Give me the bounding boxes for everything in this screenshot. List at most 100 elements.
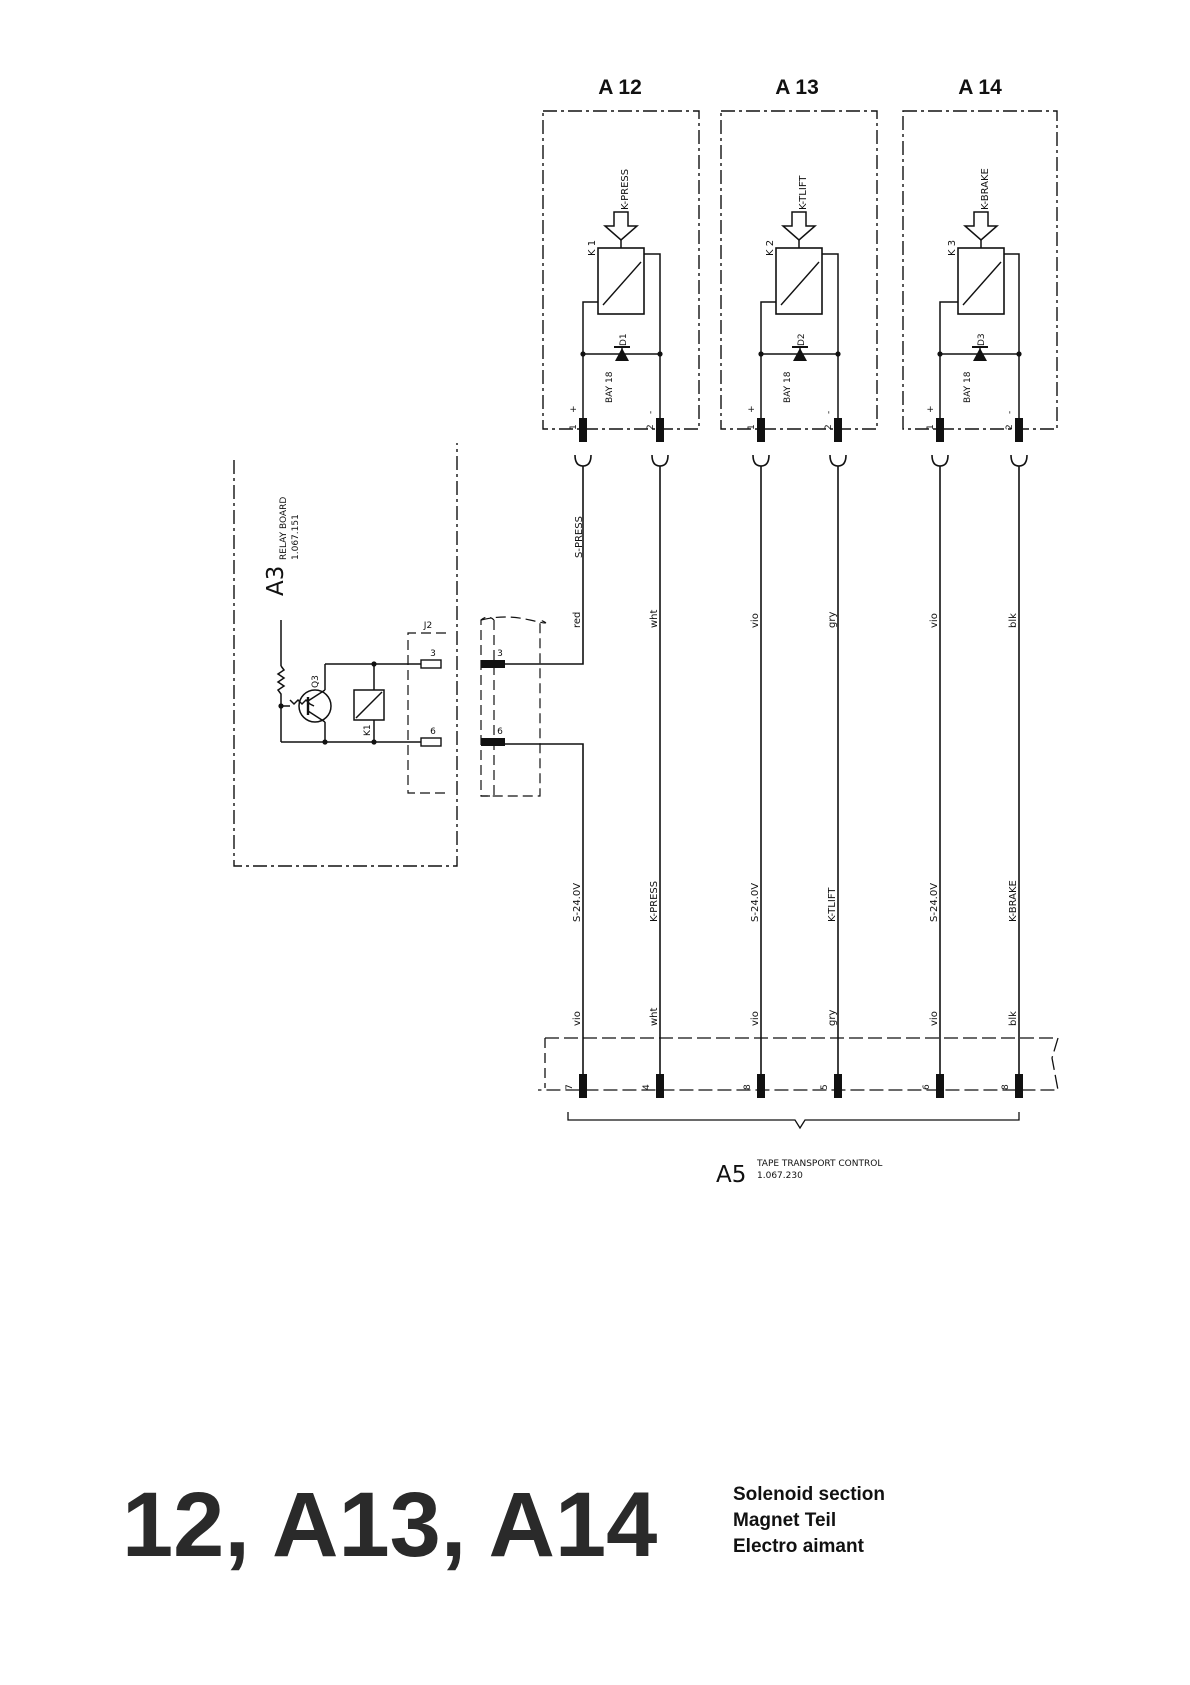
caption-line-1: Solenoid section	[733, 1484, 885, 1505]
diode-d2-icon	[793, 348, 807, 361]
a5-pin-block-5	[936, 1074, 944, 1098]
module-a13: K-TLIFT K 2 D2 BAY 18 1 + 2 -	[720, 110, 878, 442]
socket-a12-minus	[651, 454, 669, 467]
wiring	[500, 454, 1028, 1085]
wire-color-upper-5: vio	[929, 613, 940, 628]
a5-pin-block-2	[656, 1074, 664, 1098]
relay-board-a3: A3 RELAY BOARD 1.067.151	[233, 443, 458, 867]
pin-block-a12-minus	[656, 418, 664, 442]
connector-j2-ref: J2	[423, 621, 432, 631]
coil-ref-k3: K 3	[947, 240, 958, 256]
diode-ref-d1: D1	[619, 333, 629, 346]
signal-label-k-brake: K-BRAKE	[980, 168, 991, 210]
solenoid-plunger-icon	[603, 211, 639, 241]
wire-color-lower-3: vio	[750, 1011, 761, 1026]
diode-type-d3: BAY 18	[963, 371, 973, 403]
a5-pin-label-4: 5	[820, 1084, 830, 1090]
a5-pin-label-5: 6	[922, 1084, 932, 1090]
net-label-lower-1: S-24.0V	[572, 883, 583, 922]
a5-pin-label-6: 8	[1001, 1084, 1011, 1090]
module-a13-frame	[720, 110, 878, 430]
wire-color-upper-3: vio	[750, 613, 761, 628]
coil-ref-k1: K 1	[587, 240, 598, 256]
transistor-ref: Q3	[311, 675, 321, 688]
caption-line-2: Magnet Teil	[733, 1510, 836, 1531]
pin-minus-sign-a13: -	[824, 411, 834, 414]
coil-k3-symbol	[957, 247, 1005, 315]
diode-type-d2: BAY 18	[783, 371, 793, 403]
coil-k2-symbol	[775, 247, 823, 315]
signal-label-k-press: K-PRESS	[620, 169, 631, 210]
wire-color-lower-4: gry	[827, 1010, 838, 1026]
wire-color-upper-2: wht	[649, 609, 660, 628]
plug-pin-6-label: 6	[497, 727, 503, 737]
page-title: 12, A13, A14	[122, 1474, 657, 1576]
net-label-lower-2: K-PRESS	[649, 881, 660, 922]
j2-pin-3	[420, 659, 442, 669]
net-label-s-press: S-PRESS	[574, 516, 585, 558]
diode-ref-d2: D2	[797, 333, 807, 346]
a5-pin-label-3: 8	[743, 1084, 753, 1090]
a5-pin-block-3	[757, 1074, 765, 1098]
pin-minus-sign-a12: -	[646, 411, 656, 414]
net-label-lower-3: S-24.0V	[750, 883, 761, 922]
j2-pin-6	[420, 737, 442, 747]
a5-pin-label-2: 4	[642, 1084, 652, 1090]
diode-ref-d3: D3	[977, 333, 987, 346]
plug-pin-3	[481, 660, 505, 668]
connector-a5-frame	[538, 1037, 1059, 1091]
plug-pin-3-label: 3	[497, 649, 503, 659]
wire-color-upper-1: red	[572, 612, 583, 628]
pin-plus-sign-a14: +	[926, 405, 936, 413]
socket-a13-plus	[752, 454, 770, 467]
pin-plus-sign-a12: +	[569, 405, 579, 413]
a5-pin-block-4	[834, 1074, 842, 1098]
a5-pin-block-1	[579, 1074, 587, 1098]
net-label-lower-6: K-BRAKE	[1008, 880, 1019, 922]
pin-block-a13-plus	[757, 418, 765, 442]
wire-color-lower-5: vio	[929, 1011, 940, 1026]
pin-block-a14-plus	[936, 418, 944, 442]
pin-plus-a12: 1	[569, 424, 579, 430]
solenoid-plunger-icon	[963, 211, 999, 241]
j2-pin-6-label: 6	[430, 727, 436, 737]
module-a14: K-BRAKE K 3 D3 BAY 18 1 + 2 -	[902, 110, 1058, 442]
tape-transport-control-a5: 7 4 8 5 6 8 A5 TAPE TRANSPORT CONTROL 1.…	[538, 1037, 1059, 1188]
pin-plus-a14: 1	[926, 424, 936, 430]
pin-minus-a13: 2	[824, 424, 834, 430]
a5-brace	[567, 1112, 1020, 1130]
relay-board-part-no: 1.067.151	[291, 514, 301, 560]
module-a13-title: A 13	[775, 76, 819, 99]
pin-block-a12-plus	[579, 418, 587, 442]
a5-pin-label-1: 7	[565, 1084, 575, 1090]
relay-board-ref: A3	[263, 566, 289, 596]
plug-frame	[480, 616, 547, 797]
mating-plug: 3 6	[480, 616, 547, 797]
module-a14-frame	[902, 110, 1058, 430]
diode-d3-icon	[973, 348, 987, 361]
socket-a13-minus	[829, 454, 847, 467]
socket-a14-minus	[1010, 454, 1028, 467]
module-a12-frame	[542, 110, 700, 430]
wire-s-24v-a12	[500, 743, 584, 1085]
pin-block-a13-minus	[834, 418, 842, 442]
wire-s-press	[500, 466, 584, 665]
pin-minus-a14: 2	[1005, 424, 1015, 430]
net-label-lower-4: K-TLIFT	[827, 887, 838, 922]
transistor-q3-symbol	[298, 689, 332, 723]
a5-name: TAPE TRANSPORT CONTROL	[756, 1159, 882, 1169]
socket-a12-plus	[574, 454, 592, 467]
relay-k1-symbol	[353, 689, 385, 721]
solenoid-plunger-icon	[781, 211, 817, 241]
coil-k1-symbol	[597, 247, 645, 315]
diode-d1-icon	[615, 348, 629, 361]
module-a14-title: A 14	[958, 76, 1002, 99]
plug-pin-6	[481, 738, 505, 746]
net-label-lower-5: S-24.0V	[929, 883, 940, 922]
relay-board-frame	[233, 443, 458, 867]
a5-ref: A5	[716, 1162, 746, 1188]
pin-minus-sign-a14: -	[1005, 411, 1015, 414]
module-a12-title: A 12	[598, 76, 642, 99]
module-a12: K-PRESS K 1 D1 BAY 18 1 + 2 -	[542, 110, 700, 442]
